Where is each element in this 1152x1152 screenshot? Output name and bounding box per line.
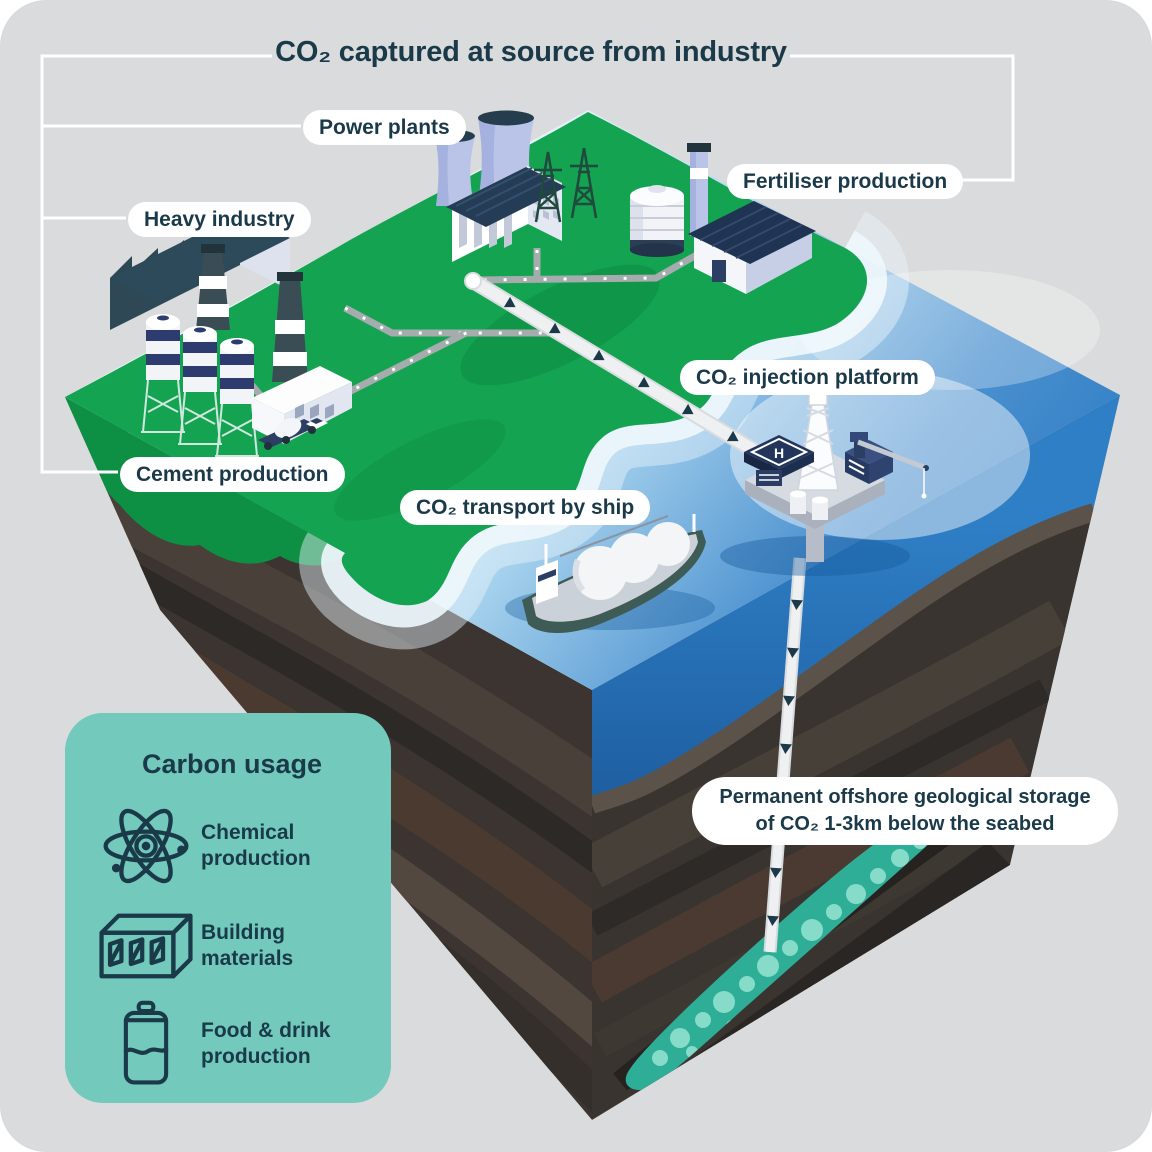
silo-legs [141, 379, 259, 457]
legend-panel: Carbon usage Chemical production [65, 713, 391, 1103]
legend-item-food: Food & drink production [91, 998, 373, 1090]
silos [146, 314, 254, 404]
legend-item-chemical: Chemical production [91, 798, 373, 894]
legend-item-label: Building materials [201, 920, 294, 970]
legend-item-label: Chemical production [201, 820, 311, 870]
co2-ship [505, 514, 715, 633]
label-injection-platform: CO₂ injection platform [680, 360, 935, 396]
transmission-towers [534, 147, 598, 223]
brick-icon [91, 908, 201, 984]
page-title: CO₂ captured at source from industry [275, 36, 787, 68]
atom-icon [91, 798, 201, 894]
legend-title: Carbon usage [141, 749, 323, 779]
sea-cross-section [592, 395, 1120, 805]
fertiliser-buildings [630, 143, 816, 294]
injection-platform: H [720, 386, 929, 576]
label-power-plants: Power plants [303, 110, 466, 146]
label-storage-line2: of CO₂ 1-3km below the seabed [755, 813, 1055, 835]
label-storage-line1: Permanent offshore geological storage [719, 786, 1091, 808]
helipad-letter: H [774, 445, 784, 461]
label-fertiliser-production: Fertiliser production [727, 164, 964, 200]
cement-truck [258, 417, 328, 450]
power-plant-buildings [435, 110, 598, 262]
legend-item-label: Food & drink production [201, 1018, 331, 1068]
injection-pipeline [763, 557, 807, 953]
label-cement-production: Cement production [120, 457, 345, 493]
cement-buildings [141, 314, 352, 457]
can-icon [91, 998, 201, 1090]
connector-lines [40, 54, 1015, 474]
legend-item-building: Building materials [91, 908, 373, 984]
platform-crane [850, 432, 929, 499]
label-heavy-industry: Heavy industry [128, 202, 311, 238]
label-ship-transport: CO₂ transport by ship [400, 490, 651, 526]
label-storage: Permanent offshore geological storage of… [692, 777, 1118, 845]
